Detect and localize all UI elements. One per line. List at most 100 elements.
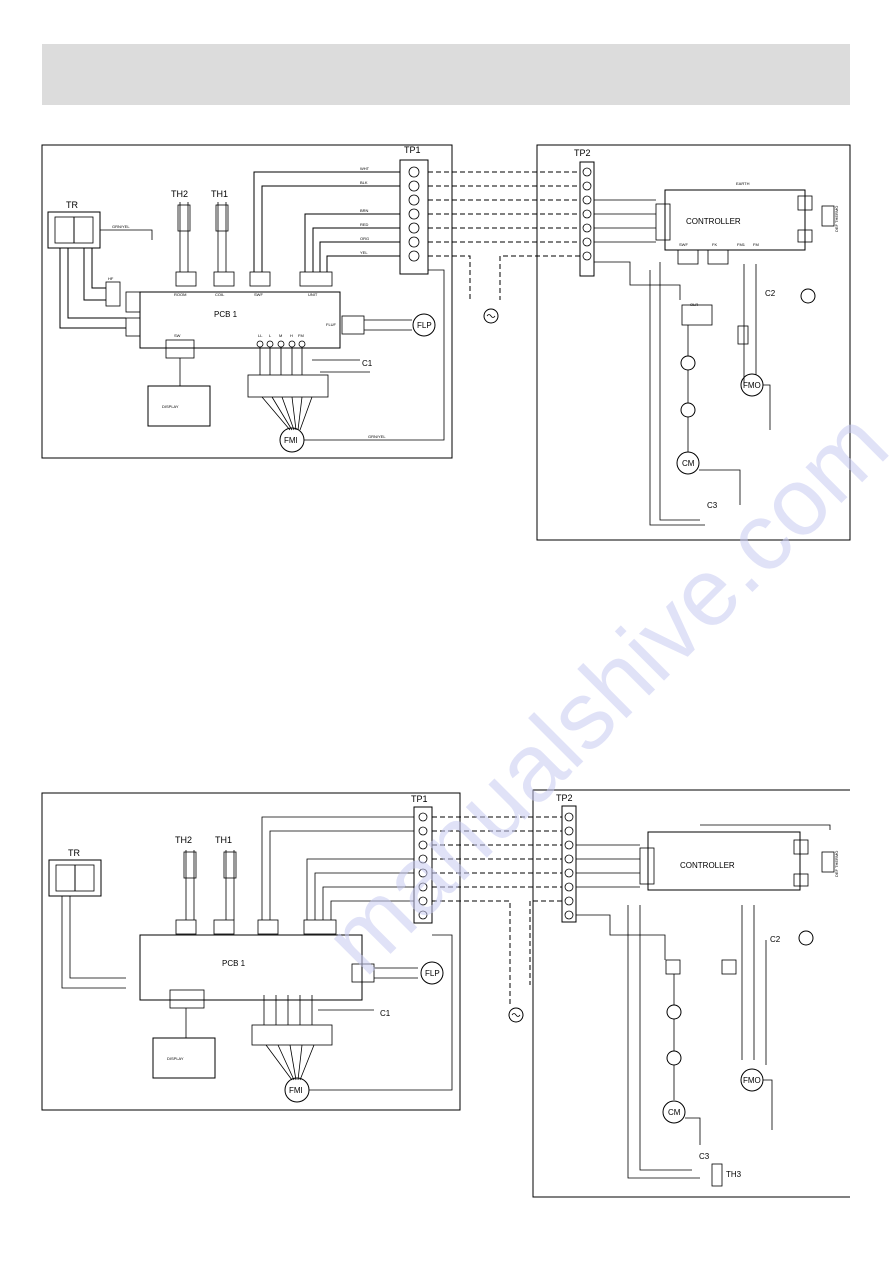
display-box-2 [152, 1037, 216, 1079]
th2-label: TH2 [171, 189, 188, 199]
diagram-2-outdoor: TP2 CONTROLLER DEF THERMO CM C3 TH3 [532, 789, 850, 1198]
fan-connector [247, 374, 329, 398]
svg-text:ORG: ORG [360, 236, 369, 241]
c3-label-2: C3 [699, 1152, 710, 1161]
svg-text:FM1: FM1 [737, 242, 746, 247]
svg-text:DEF THERMO: DEF THERMO [834, 206, 839, 232]
tr-label-2: TR [68, 848, 80, 858]
olr [681, 304, 713, 326]
svg-text:FK: FK [712, 242, 717, 247]
svg-text:DISPLAY: DISPLAY [167, 1056, 184, 1061]
tp2-label-2: TP2 [556, 793, 573, 803]
svg-text:UNIT: UNIT [308, 292, 318, 297]
flp-motor [412, 313, 436, 337]
diagram-2-interconnect [432, 816, 562, 1023]
c2-label-2: C2 [770, 935, 781, 944]
svg-text:GRN/YEL: GRN/YEL [368, 434, 386, 439]
svg-text:DEF THERMO: DEF THERMO [834, 851, 839, 877]
svg-text:DISPLAY: DISPLAY [162, 404, 179, 409]
pcb1-2 [139, 934, 363, 1001]
def-thermo [821, 205, 835, 227]
svg-text:FM: FM [753, 242, 759, 247]
conn-sec [125, 291, 141, 313]
svg-text:WHT: WHT [360, 166, 370, 171]
cm-compressor-2 [662, 1100, 686, 1124]
power-supply-1 [483, 308, 499, 324]
conn-hf [105, 281, 121, 307]
watermark: manualshive.com [304, 390, 893, 994]
diagram-1-indoor: TP1 WHT BLK BRN RED ORG YEL TR GRN/YEL [41, 144, 453, 459]
conn-unit [299, 271, 333, 287]
flp-label: FLP [417, 321, 432, 330]
svg-text:ROOM: ROOM [174, 292, 186, 297]
outdoor-frame [536, 144, 851, 541]
c1-label: C1 [362, 359, 373, 368]
tp2-label: TP2 [574, 148, 591, 158]
indoor-frame-2 [41, 792, 461, 1111]
c1-label-2: C1 [380, 1009, 391, 1018]
conn-room [175, 271, 197, 287]
conn-pry [125, 317, 141, 337]
th3-label: TH3 [726, 1170, 742, 1179]
conn-fluf [341, 315, 365, 335]
diagram-1-outdoor: TP2 CONTROLLER EARTH DEF THERMO SWF FK F… [536, 144, 851, 541]
tp1-block-2 [413, 806, 433, 924]
conn-fk [707, 249, 729, 265]
th2-sensor [177, 204, 191, 232]
display-box [147, 385, 211, 427]
tp1-label: TP1 [404, 145, 421, 155]
conn-coil [213, 271, 235, 287]
fmi-label: FMI [284, 436, 298, 445]
power-supply-2 [508, 1007, 524, 1023]
svg-text:EARTH: EARTH [736, 181, 750, 186]
svg-text:OLR: OLR [690, 302, 698, 307]
svg-text:YEL: YEL [360, 250, 368, 255]
svg-text:M: M [279, 333, 282, 338]
th1-label-2: TH1 [215, 835, 232, 845]
svg-text:BLK: BLK [360, 180, 368, 185]
c3-label: C3 [707, 501, 718, 510]
svg-text:FM: FM [298, 333, 304, 338]
conn-sw [165, 339, 195, 359]
svg-text:SWF: SWF [679, 242, 688, 247]
svg-text:SW: SW [174, 333, 181, 338]
fmi-label-2: FMI [289, 1086, 303, 1095]
th1-label: TH1 [211, 189, 228, 199]
conn-swf-out [677, 249, 699, 265]
controller-box-2 [647, 831, 801, 891]
svg-text:HF: HF [108, 276, 114, 281]
tp1-terminals [408, 166, 420, 262]
fm-sensor [800, 288, 816, 304]
svg-text:RED: RED [360, 222, 369, 227]
svg-text:BRN: BRN [360, 208, 369, 213]
cm-label: CM [682, 459, 695, 468]
th2-label-2: TH2 [175, 835, 192, 845]
header-band [42, 44, 850, 105]
indoor-frame [41, 144, 453, 459]
flp-motor-2 [420, 961, 444, 985]
diagram-2-indoor: TP1 TR TH2 TH1 PCB 1 FLP [41, 792, 461, 1111]
controller-label: CONTROLLER [686, 217, 741, 226]
pcb1-label-2: PCB 1 [222, 959, 246, 968]
svg-text:H: H [290, 333, 293, 338]
svg-text:SWF: SWF [254, 292, 263, 297]
outdoor-frame-2 [532, 789, 850, 1198]
th1-sensor [215, 204, 229, 232]
cm-compressor [676, 451, 700, 475]
tp1-block [399, 159, 429, 275]
flp-label-2: FLP [425, 969, 440, 978]
controller-box [664, 189, 806, 251]
conn-swf [249, 271, 271, 287]
tp2-block [579, 161, 595, 277]
svg-text:FLUF: FLUF [326, 322, 337, 327]
tr-label: TR [66, 200, 78, 210]
svg-text:GRN/YEL: GRN/YEL [112, 224, 130, 229]
tp1-label-2: TP1 [411, 794, 428, 804]
fmo-label: FMO [743, 381, 761, 390]
svg-text:COIL: COIL [215, 292, 225, 297]
svg-text:LL: LL [258, 333, 263, 338]
svg-text:L: L [269, 333, 272, 338]
c2-label: C2 [765, 289, 776, 298]
